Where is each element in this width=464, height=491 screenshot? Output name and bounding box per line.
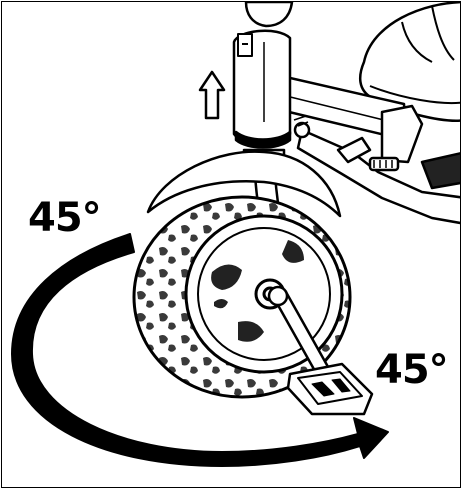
up-arrow-icon [200, 72, 224, 118]
bottom-angle-label: 45° [375, 350, 448, 390]
top-angle-label: 45° [28, 198, 101, 238]
pedal [288, 364, 372, 414]
steering-column [234, 2, 292, 162]
tricycle-illustration [2, 2, 461, 488]
